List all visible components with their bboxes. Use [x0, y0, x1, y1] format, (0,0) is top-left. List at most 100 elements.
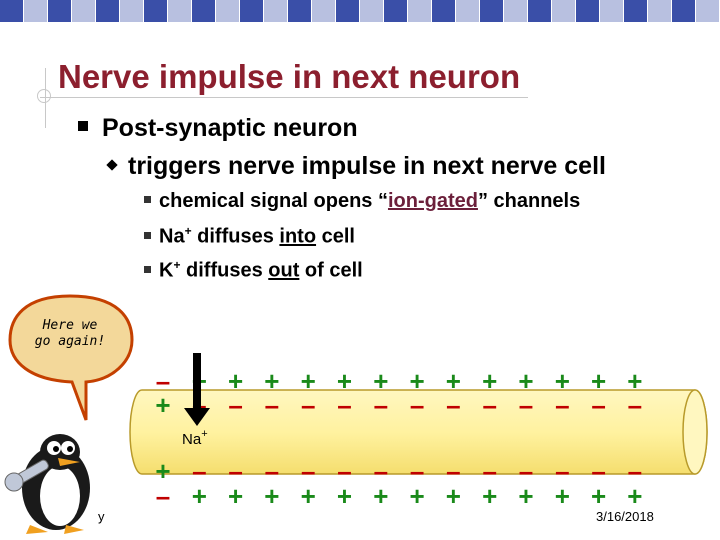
lower-outer-charge-minus: –: [156, 481, 170, 511]
lower-inner-charge-minus: –: [555, 456, 569, 486]
top-bar-segment: [192, 0, 216, 22]
lower-outer-charge-plus: +: [264, 481, 279, 511]
upper-outer-charge-plus: +: [337, 366, 352, 396]
lower-inner-charge-minus: –: [265, 456, 279, 486]
top-bar-segment: [240, 0, 264, 22]
out-word: out: [268, 259, 300, 282]
lower-outer-charge-plus: +: [410, 481, 425, 511]
upper-outer-charges: –+++++++++++++: [156, 366, 643, 396]
top-bar-segment: [480, 0, 504, 22]
title-crosshair-circle: [37, 89, 51, 103]
lower-inner-charge-minus: –: [192, 456, 206, 486]
speech-line-1: Here we: [42, 318, 98, 333]
lower-outer-charge-plus: +: [373, 481, 388, 511]
sub-bullet-k-diffuses: K+ diffuses out of cell: [144, 258, 363, 283]
top-bar-segment: [408, 0, 432, 22]
top-bar-segment: [336, 0, 360, 22]
lower-inner-charge-minus: –: [337, 456, 351, 486]
upper-inner-charge-minus: –: [482, 390, 496, 420]
upper-inner-charge-minus: –: [628, 390, 642, 420]
upper-outer-charge-plus: +: [482, 366, 497, 396]
top-bar-segment: [96, 0, 120, 22]
top-decorative-bar: [0, 0, 720, 22]
small-square-bullet-icon: [144, 196, 151, 203]
sodium-charge: +: [184, 224, 192, 238]
upper-inner-charge-minus: –: [337, 390, 351, 420]
sub-bullet-text: diffuses: [191, 225, 280, 248]
upper-inner-charge-minus: –: [410, 390, 424, 420]
bullet-triggers: triggers nerve impulse in next nerve cel…: [106, 152, 606, 181]
into-word: into: [279, 225, 317, 248]
top-bar-segment: [120, 0, 144, 22]
top-bar-segment: [552, 0, 576, 22]
penguin-mascot-icon: [4, 434, 90, 534]
lower-inner-charge-minus: –: [301, 456, 315, 486]
top-bar-segment: [672, 0, 696, 22]
sodium-symbol: Na: [159, 225, 185, 248]
lower-outer-charge-plus: +: [301, 481, 316, 511]
lower-inner-charge-minus: –: [628, 456, 642, 486]
sub-bullet-text: chemical signal opens “: [159, 190, 388, 212]
lower-outer-charge-plus: +: [228, 481, 243, 511]
top-bar-segment: [624, 0, 648, 22]
lower-inner-charge-minus: –: [591, 456, 605, 486]
top-bar-segment: [288, 0, 312, 22]
upper-outer-charge-plus: +: [228, 366, 243, 396]
slide-title: Nerve impulse in next neuron: [58, 58, 521, 95]
upper-outer-charge-plus: +: [410, 366, 425, 396]
upper-inner-charge-minus: –: [301, 390, 315, 420]
lower-inner-charge-minus: –: [374, 456, 388, 486]
top-bar-segment: [0, 0, 24, 22]
top-bar-segment: [360, 0, 384, 22]
lower-outer-charges: –+++++++++++++: [156, 481, 643, 511]
top-bar-segment: [312, 0, 336, 22]
top-bar-segment: [48, 0, 72, 22]
upper-outer-charge-minus: –: [156, 366, 170, 396]
lower-outer-charge-plus: +: [482, 481, 497, 511]
lower-outer-charge-plus: +: [555, 481, 570, 511]
top-bar-segment: [144, 0, 168, 22]
top-bar-segment: [72, 0, 96, 22]
upper-outer-charge-plus: +: [518, 366, 533, 396]
upper-inner-charge-minus: –: [446, 390, 460, 420]
upper-outer-charge-plus: +: [373, 366, 388, 396]
upper-outer-charge-plus: +: [301, 366, 316, 396]
sub-bullet-na-diffuses: Na+ diffuses into cell: [144, 224, 355, 249]
arrow-head-icon: [184, 408, 210, 426]
bullet-text: Post-synaptic neuron: [102, 114, 358, 142]
lower-outer-charge-plus: +: [627, 481, 642, 511]
lower-outer-charge-plus: +: [446, 481, 461, 511]
sub-bullet-text: ” channels: [477, 190, 581, 212]
upper-outer-charge-plus: +: [627, 366, 642, 396]
top-bar-segment: [432, 0, 456, 22]
sub-bullet-text: of cell: [299, 259, 363, 282]
top-bar-segment: [504, 0, 528, 22]
upper-outer-charge-plus: +: [446, 366, 461, 396]
top-bar-segment: [576, 0, 600, 22]
lower-inner-charge-minus: –: [519, 456, 533, 486]
upper-outer-charge-plus: +: [555, 366, 570, 396]
speech-bubble: [8, 294, 134, 421]
potassium-charge: +: [173, 258, 181, 272]
bullet-post-synaptic: Post-synaptic neuron: [78, 114, 358, 143]
sub-bullet-text: cell: [316, 225, 355, 248]
lower-outer-charge-plus: +: [591, 481, 606, 511]
sodium-ion-label: Na+: [182, 428, 208, 448]
lower-outer-charge-plus: +: [337, 481, 352, 511]
potassium-symbol: K: [159, 259, 174, 282]
axon-end-cap: [682, 389, 708, 475]
top-bar-segment: [648, 0, 672, 22]
upper-inner-charge-minus: –: [555, 390, 569, 420]
ion-gated-term: ion-gated: [387, 190, 478, 212]
sub-bullet-text: diffuses: [180, 259, 269, 282]
top-bar-segment: [168, 0, 192, 22]
top-bar-segment: [264, 0, 288, 22]
upper-outer-charge-plus: +: [591, 366, 606, 396]
speech-line-2: go again!: [34, 334, 106, 349]
top-bar-segment: [528, 0, 552, 22]
top-bar-segment: [216, 0, 240, 22]
top-bar-segment: [24, 0, 48, 22]
upper-outer-charge-plus: +: [264, 366, 279, 396]
top-bar-segment: [600, 0, 624, 22]
